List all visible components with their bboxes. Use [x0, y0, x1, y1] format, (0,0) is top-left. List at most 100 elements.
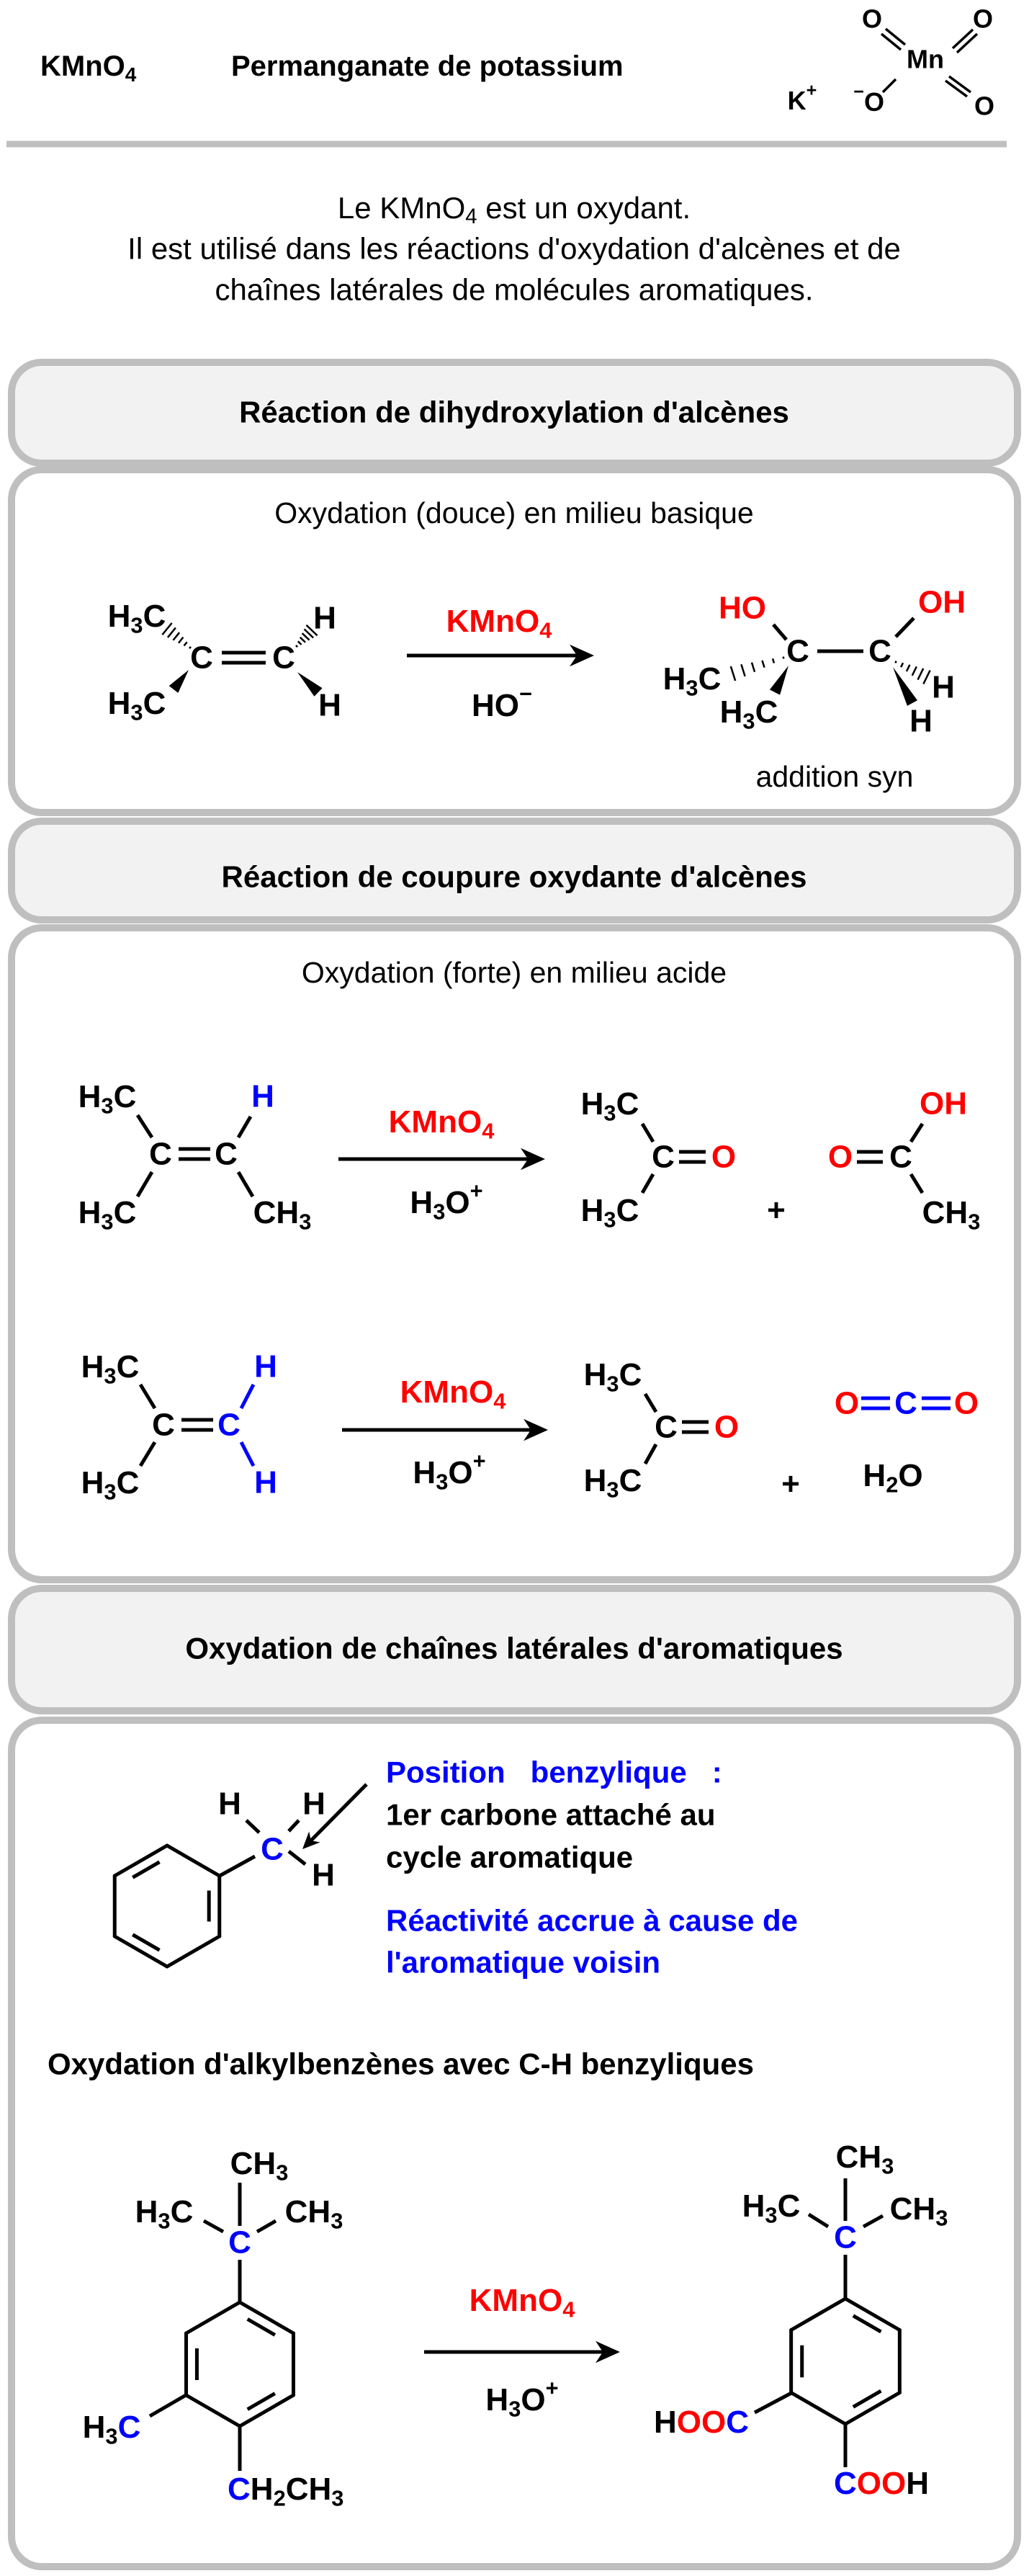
bond: [884, 27, 907, 46]
reactant-alkene: H3C H3C C C H H: [108, 599, 341, 725]
reaction-arrow: [342, 1418, 548, 1441]
reagent-label: KMnO4​: [469, 2283, 575, 2322]
hydroxyl-label: OH: [918, 585, 966, 620]
reagent-label: KMnO4​: [400, 1374, 506, 1413]
hydrogen-label: H: [312, 1858, 335, 1893]
single-bond: [256, 2219, 277, 2234]
methyl-label: CH3​: [285, 2194, 343, 2233]
carbon-label: C: [190, 640, 213, 676]
methyl-label: H3C: [584, 1357, 642, 1396]
carboxylic-acid-label: HOOC: [654, 2405, 749, 2440]
oxygen-label: O: [954, 1386, 979, 1421]
hash-line: [740, 663, 746, 677]
section-header-oxidative-cleavage: [8, 818, 1021, 923]
ethyl-rest-part: H2CH3​: [251, 2472, 344, 2510]
hash-line: [295, 645, 298, 648]
solid-wedge-bond: [168, 670, 189, 693]
reagent-label: KMnO4​: [389, 1104, 495, 1143]
single-bond: [909, 1173, 925, 1194]
product-acetone: H3C H3C C O: [581, 1086, 736, 1232]
carbon-label: C: [655, 1410, 678, 1445]
oxygen-label: O: [714, 1410, 739, 1445]
hash-line: [305, 624, 318, 637]
hash-line: [917, 668, 925, 681]
carbon-label: C: [868, 634, 891, 669]
single-bond: [753, 2391, 793, 2415]
single-bond: [236, 1115, 253, 1139]
manganese-atom: Mn: [907, 45, 944, 74]
position-benzylique-heading: Position benzylique :: [386, 1756, 722, 1789]
ring-bond: [843, 2391, 902, 2426]
permanganate-structure: K+​ −O Mn O O O: [788, 4, 994, 121]
methyl-label: H3C: [663, 661, 722, 700]
hydrogen-part: H: [906, 2466, 929, 2501]
ring-bond: [165, 1843, 222, 1878]
methyl-label: H3C: [78, 1195, 137, 1234]
single-bond: [909, 1122, 925, 1143]
single-bond: [894, 617, 915, 638]
header-formula: KMnO4​: [40, 50, 137, 86]
ring-bond: [238, 2393, 295, 2428]
hash-line: [900, 662, 904, 668]
stereo-note: addition syn: [756, 760, 914, 793]
alkylbenzene-subtitle: Oxydation d'alkylbenzènes avec C-H benzy…: [48, 2047, 754, 2081]
methyl-label: CH3​: [922, 1195, 981, 1234]
methyl-label: H3C: [81, 1465, 140, 1504]
single-bond: [862, 2214, 884, 2229]
bond: [956, 32, 979, 54]
solid-wedge-bond: [893, 667, 918, 706]
arrow-head: [596, 2340, 620, 2363]
hash-line: [894, 661, 897, 663]
ring-double-bond-line: [132, 1933, 161, 1952]
bond: [951, 28, 974, 50]
product-dicarboxylic-acid: C CH3​ H3C CH3​ HOOC COOH: [654, 2139, 948, 2501]
benzylic-carbon-label: C: [261, 1832, 284, 1867]
product-acetone: H3C H3C C O: [584, 1357, 739, 1502]
benzene-ring: [789, 2297, 902, 2426]
condition-label: H3O+​: [485, 2375, 558, 2421]
hash-line: [303, 628, 314, 639]
carbon-label: C: [272, 640, 295, 676]
single-bond: [138, 1383, 157, 1410]
carbon-part: C: [726, 2405, 749, 2440]
hashed-wedge-bond: [729, 656, 785, 681]
single-bond: [640, 1122, 655, 1143]
intro-text: Le KMnO4​ est un oxydant. Il est utilisé…: [127, 191, 901, 307]
single-bond: [239, 1441, 256, 1467]
product-acetic-acid: O C OH CH3​: [828, 1086, 980, 1234]
single-bond: [807, 2212, 830, 2229]
single-bond: [138, 1441, 157, 1467]
carbon-part: C: [834, 2466, 857, 2501]
methyl-label: H3C: [78, 1079, 137, 1118]
methyl-label: H3C: [720, 694, 778, 733]
ring-double-bond-line: [852, 2314, 882, 2334]
hash-line: [189, 646, 192, 649]
section-title: Oxydation de chaînes latérales d'aromati…: [185, 1632, 842, 1665]
arrow-head: [524, 1418, 548, 1441]
section-body-side-chain-oxidation: [8, 1717, 1021, 2570]
carboxylic-acid-label: COOH: [834, 2466, 929, 2501]
methyl-label: H3C: [581, 1193, 639, 1232]
hydrogen-part: H3​: [83, 2410, 118, 2448]
reactant-alkylbenzene: C CH3​ H3C CH3​ H3​C CH2CH3​: [83, 2146, 344, 2510]
ethyl-label: CH2CH3​: [228, 2472, 343, 2510]
hash-line: [178, 636, 184, 644]
hydrogen-label: H: [218, 1786, 241, 1822]
hash-line: [911, 666, 917, 676]
single-bond: [772, 623, 788, 641]
methyl-label: CH3​: [890, 2191, 948, 2230]
hydrogen-label: H: [254, 1465, 277, 1501]
oxygen-part: OO: [677, 2405, 726, 2440]
potassium-cation: K+​: [788, 80, 817, 115]
methyl-label: H3C: [108, 599, 166, 638]
section-title: Réaction de dihydroxylation d'alcènes: [239, 395, 789, 429]
oxygen-label: O: [835, 1386, 859, 1421]
section-body-dihydroxylation: [8, 466, 1021, 816]
intro-formula: KMnO4​: [379, 191, 477, 228]
section-header-side-chain-oxidation: [8, 1585, 1021, 1714]
methyl-label: CH3​: [253, 1195, 312, 1234]
single-bond: [148, 2393, 187, 2418]
carbon-label: C: [215, 1137, 238, 1172]
explanation-line: 1er carbone attaché au: [386, 1798, 716, 1832]
arrow-shaft: [308, 1783, 368, 1843]
